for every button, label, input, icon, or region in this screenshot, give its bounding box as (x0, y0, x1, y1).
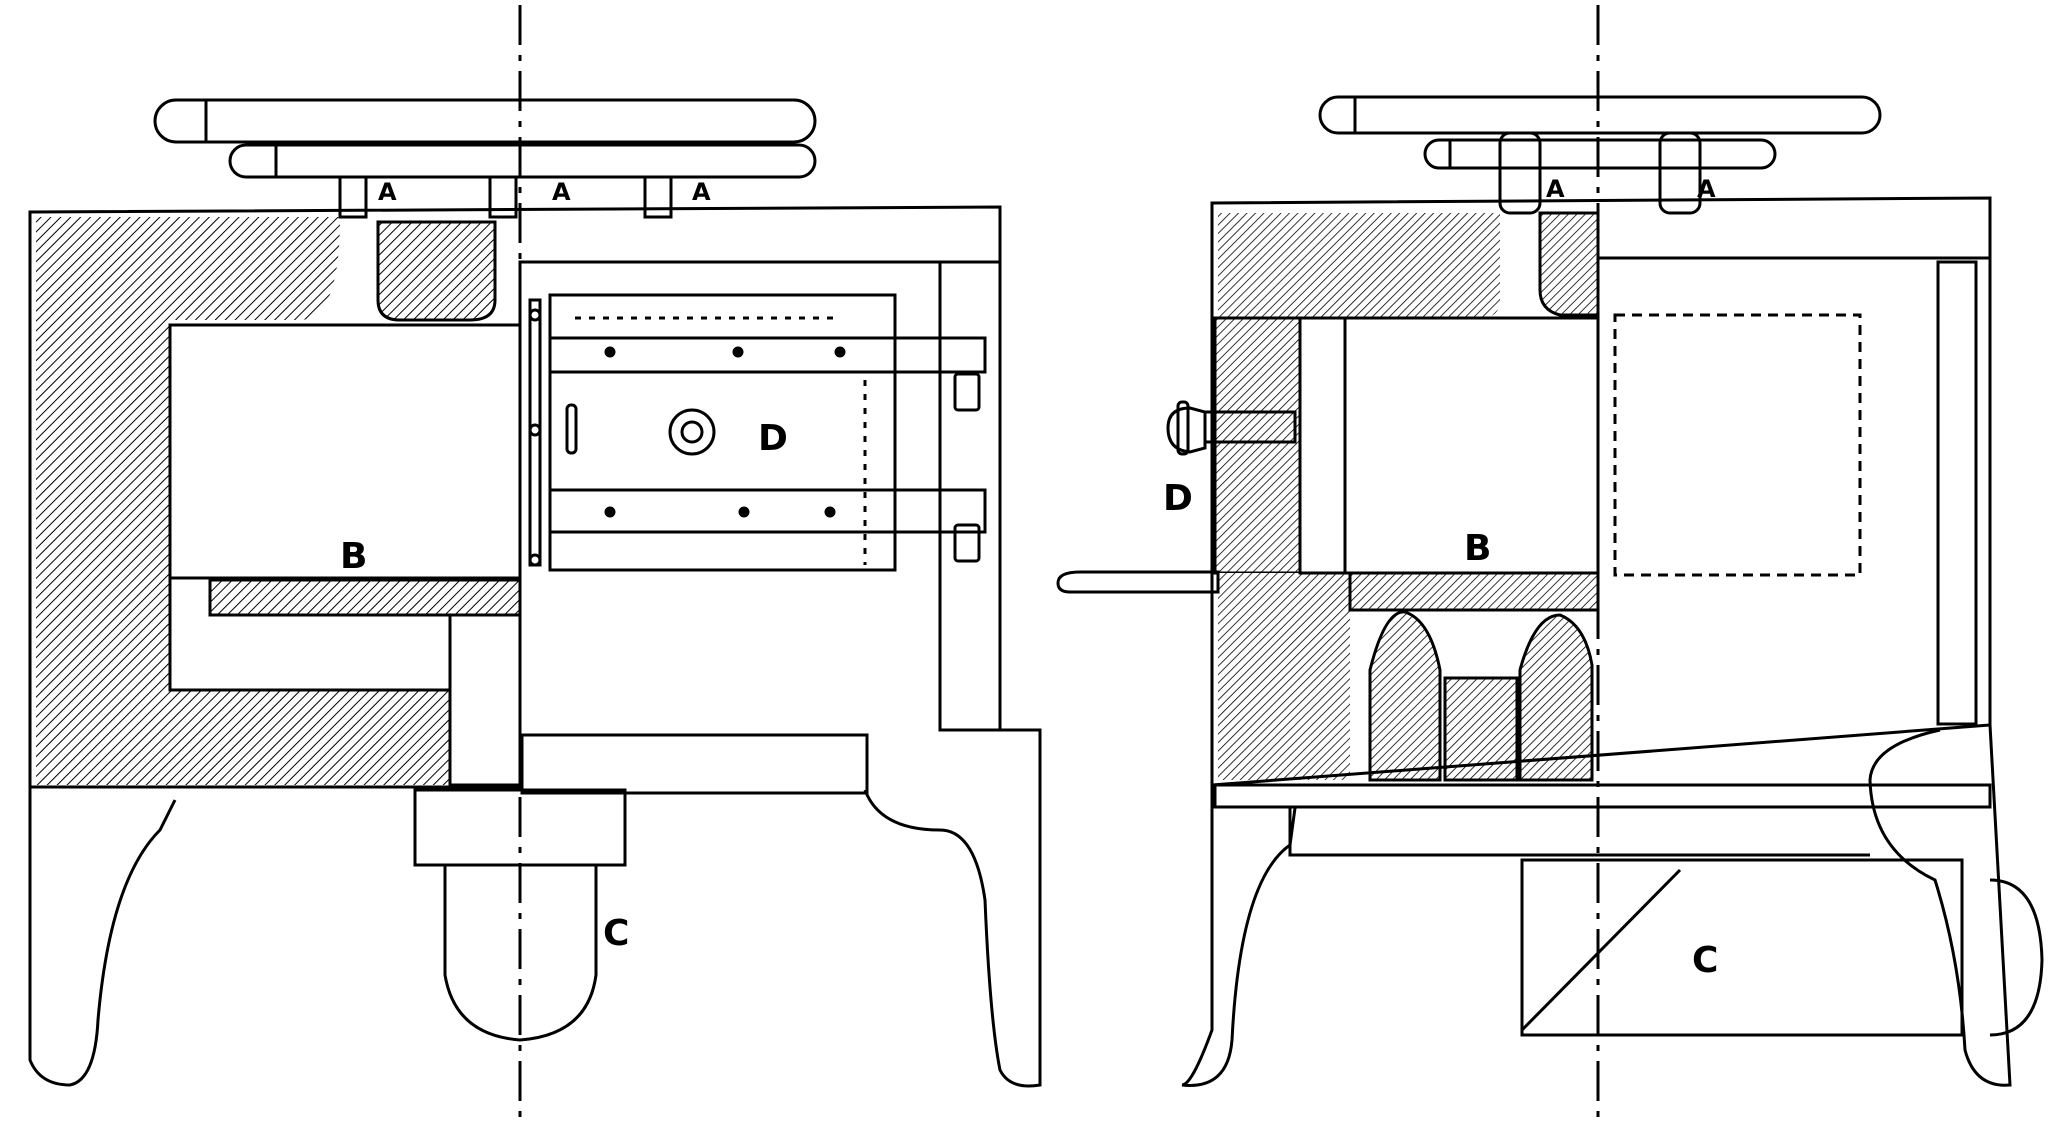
right-oven-dashed-outline (1613, 313, 1862, 577)
left-burner-pipes (153, 98, 817, 219)
left-label-a1: A (378, 178, 397, 206)
right-ash-pit (1520, 858, 2044, 1037)
left-front-panel (520, 260, 1002, 732)
right-label-d: D (1163, 478, 1193, 519)
right-burner-pipes (1318, 95, 1882, 215)
right-stove-view: A A B C D (1056, 5, 2044, 1125)
right-label-a2: A (1697, 175, 1716, 203)
right-base-rail (1213, 783, 1992, 809)
left-stove-view: A A A B C D (28, 5, 1042, 1125)
left-flue-column (448, 613, 522, 787)
right-shelf-knob (1056, 400, 1297, 594)
right-labels: A A B C D (1163, 175, 1718, 981)
left-labels: A A A B C D (340, 178, 788, 954)
left-oven-chamber (168, 323, 522, 580)
left-firebrick-lining (36, 217, 522, 785)
left-label-b: B (340, 536, 367, 577)
left-flue-passage (168, 578, 450, 692)
left-label-a2: A (552, 178, 571, 206)
left-label-d: D (758, 418, 788, 459)
left-label-a3: A (692, 178, 711, 206)
right-label-a1: A (1546, 175, 1565, 203)
right-side-panel (1936, 260, 1978, 726)
right-label-b: B (1464, 528, 1491, 569)
left-oven-door (528, 293, 987, 572)
left-label-c: C (603, 913, 629, 954)
right-oven-chamber (1298, 316, 1600, 575)
right-legs (1181, 724, 2012, 1087)
left-base-rail (520, 733, 869, 795)
right-label-c: C (1692, 940, 1718, 981)
left-legs (28, 728, 1042, 1088)
right-firebrick-lining (1213, 211, 1600, 782)
